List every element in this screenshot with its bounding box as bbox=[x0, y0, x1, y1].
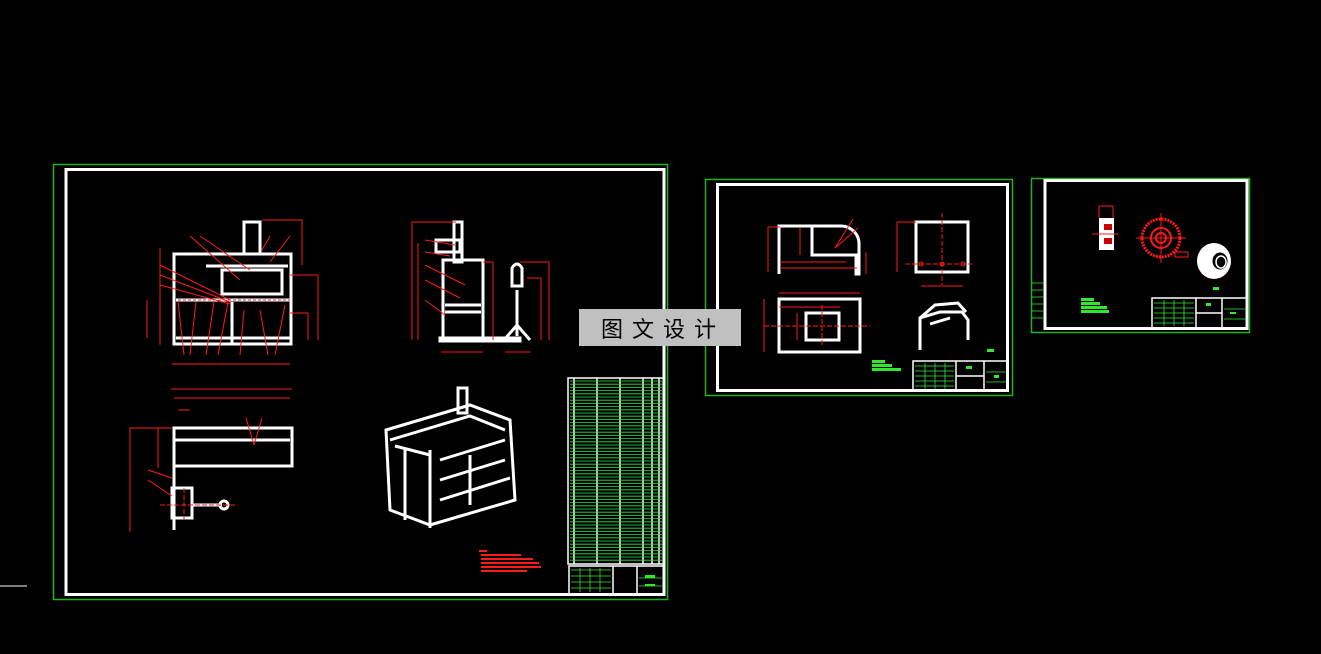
sheet-border bbox=[704, 178, 1014, 397]
watermark-label: 图文设计 bbox=[579, 309, 741, 346]
drawing-frame bbox=[716, 183, 1009, 392]
top-view bbox=[129, 388, 294, 532]
sheet-bracket-part-drawing[interactable] bbox=[704, 178, 1014, 397]
front-view bbox=[767, 218, 867, 276]
sheet-border bbox=[52, 163, 669, 601]
technical-notes bbox=[872, 360, 901, 371]
isometric-view bbox=[1197, 243, 1231, 279]
surface-finish-note bbox=[1213, 287, 1219, 290]
sheet-border bbox=[1030, 177, 1251, 334]
side-view bbox=[896, 213, 972, 287]
technical-notes bbox=[479, 550, 541, 572]
side-strip bbox=[1032, 282, 1044, 319]
isometric-view bbox=[384, 386, 517, 528]
front-view bbox=[1136, 213, 1189, 263]
surface-finish-note bbox=[987, 349, 994, 352]
isometric-view bbox=[918, 301, 970, 350]
drawing-frame bbox=[1043, 179, 1249, 330]
section-view bbox=[1092, 205, 1118, 250]
sheet-assembly-drawing[interactable] bbox=[52, 163, 669, 601]
parts-list-table[interactable] bbox=[567, 377, 665, 595]
title-block[interactable] bbox=[912, 360, 1008, 392]
top-view bbox=[763, 292, 870, 354]
front-view bbox=[146, 219, 319, 365]
technical-notes bbox=[1081, 298, 1109, 313]
title-block[interactable] bbox=[1151, 297, 1248, 329]
side-view bbox=[411, 220, 550, 353]
sheet-wheel-part-drawing[interactable] bbox=[1030, 177, 1251, 334]
